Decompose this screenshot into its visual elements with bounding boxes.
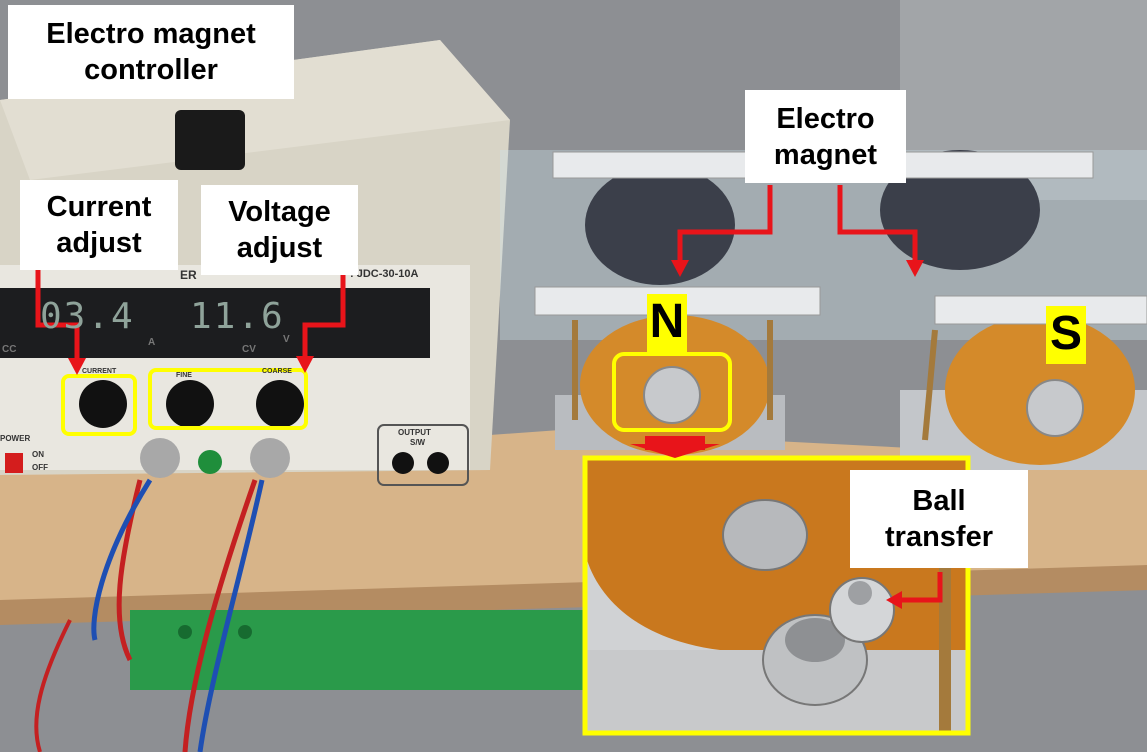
current-adjust-label: Current adjust — [20, 180, 178, 270]
current-reading: 03.4 — [40, 296, 135, 337]
voltage-adjust-line1: Voltage — [228, 196, 331, 228]
pole-piece-south — [1026, 379, 1084, 437]
connector-right — [250, 438, 290, 478]
knob-coarse-label: COARSE — [262, 368, 292, 375]
ball-transfer-label: Ball transfer — [850, 470, 1028, 568]
controller-top — [0, 40, 510, 180]
v-label: V — [283, 334, 290, 345]
arrow-heads — [68, 260, 924, 609]
top-bar-south — [934, 295, 1147, 325]
brand-fragment: ER — [180, 268, 197, 282]
output-terminal-1 — [392, 452, 414, 474]
current-arrow — [35, 268, 80, 360]
pole-piece-north — [643, 366, 701, 424]
electromagnet-label: Electro magnet — [745, 90, 906, 183]
off-label: OFF — [32, 463, 48, 472]
controller-handle — [175, 110, 245, 170]
coarse-knob[interactable] — [256, 380, 304, 428]
on-label: ON — [32, 450, 44, 459]
output-sw-label: S/W — [410, 438, 426, 447]
cable-blue-2 — [197, 479, 265, 752]
output-panel — [377, 424, 469, 486]
knob-current-label: CURRENT — [82, 368, 117, 375]
output-terminal-2 — [427, 452, 449, 474]
inset-frame — [582, 455, 971, 736]
north-pole-label: N — [647, 294, 687, 352]
voltage-adjust-label: Voltage adjust — [201, 185, 358, 275]
power-label: POWER — [0, 434, 31, 443]
voltage-adjust-line2: adjust — [236, 232, 323, 264]
controller-label: Electro magnet controller — [8, 5, 294, 99]
output-label: OUTPUT — [398, 428, 431, 437]
electromagnet-line1: Electro — [776, 102, 875, 135]
ball-transfer — [829, 577, 895, 643]
electromagnet-arrow-left — [677, 185, 773, 262]
voltage-arrow — [302, 275, 346, 358]
current-highlight-box — [61, 374, 137, 436]
annotation-arrows — [35, 185, 943, 603]
current-adjust-line2: adjust — [56, 227, 142, 259]
ball-transfer-line1: Ball — [912, 485, 966, 517]
ball-transfer-ball — [848, 581, 872, 605]
coil-back-right — [880, 150, 1040, 270]
cable-red-3 — [34, 619, 72, 752]
voltage-reading: 11.6 — [190, 296, 285, 337]
ball-transfer-line2: transfer — [885, 521, 993, 553]
power-switch[interactable] — [5, 453, 23, 473]
coil-back-left — [585, 165, 735, 285]
knob-fine-label: FINE — [176, 372, 192, 379]
inset-pointer-head — [630, 444, 720, 458]
connector-green — [198, 450, 222, 474]
cv-label: CV — [242, 344, 256, 355]
cc-label: CC — [2, 344, 17, 355]
electromagnet-line2: magnet — [773, 138, 878, 171]
current-adjust-line1: Current — [46, 191, 152, 223]
inset-pole — [722, 499, 808, 571]
current-knob[interactable] — [79, 380, 127, 428]
south-pole-label: S — [1046, 306, 1086, 364]
controller-label-line1: Electro magnet — [46, 18, 256, 50]
pole-highlight-box — [612, 352, 732, 432]
fine-knob[interactable] — [166, 380, 214, 428]
connector-left — [140, 438, 180, 478]
cable-blue — [91, 478, 153, 641]
electromagnet-arrow-right — [837, 185, 918, 262]
controller-label-line2: controller — [84, 54, 218, 86]
cable-red-2 — [182, 479, 258, 752]
voltage-highlight-box — [148, 368, 308, 430]
model-number: : JDC-30-10A — [350, 268, 419, 280]
ball-transfer-arrow — [900, 572, 943, 603]
inset-cylinder-hole — [785, 618, 845, 662]
a-label: A — [148, 337, 156, 348]
